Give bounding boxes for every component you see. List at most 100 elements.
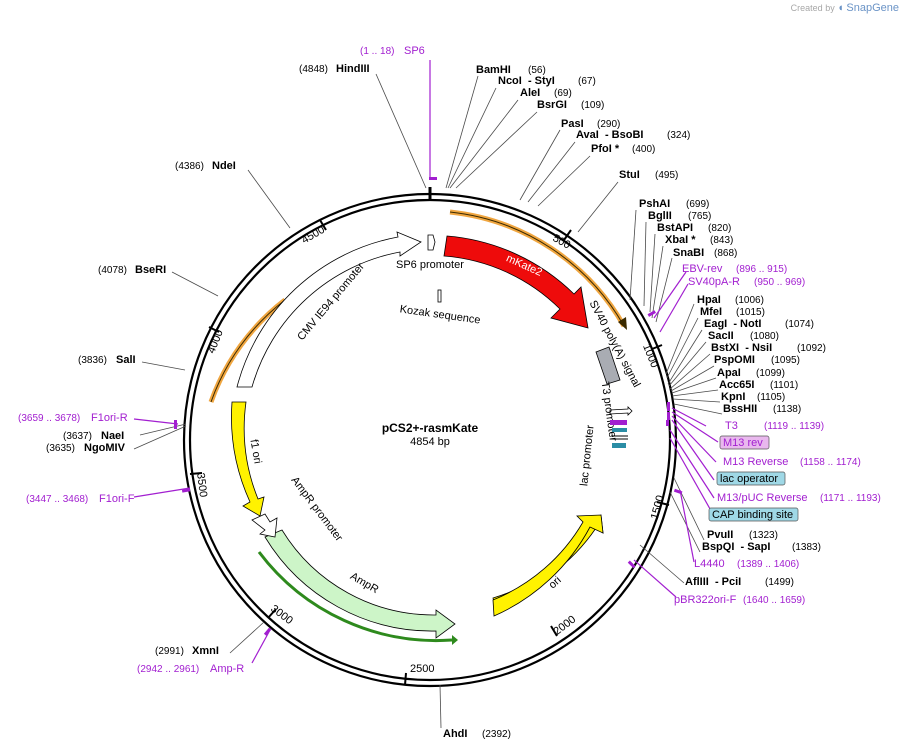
orange-arc-left-inner (210, 299, 286, 403)
plasmid-length: 4854 bp (410, 436, 450, 448)
enzyme-bstxi-nsii: BstXI - NsiI (711, 342, 772, 354)
plasmid-name: pCS2+-rasmKate (382, 421, 479, 435)
enzyme-bsshii: BssHII (723, 403, 757, 415)
enzyme-bglii: BglII (648, 210, 672, 222)
enzyme-bamhi-pos: (56) (528, 65, 546, 76)
feature-label-ampr: AmpR (348, 570, 381, 596)
tick-1000-mark (651, 344, 663, 350)
enzyme-naei: NaeI (101, 430, 124, 442)
primer-f1ori-f: F1ori-F (99, 493, 135, 505)
tick-3500-mark (189, 472, 203, 475)
enzyme-ncoi-styi: NcoI - StyI (498, 75, 555, 87)
primer-m13-reverse-pos: (1158 .. 1174) (800, 457, 861, 468)
tick-500-mark (563, 229, 572, 241)
enzyme-bstapi: BstAPI (657, 222, 693, 234)
lac-operator-label: lac operator (720, 473, 778, 485)
feature-kozak (437, 289, 442, 303)
enzyme-eagi-noti: EagI - NotI (704, 318, 761, 330)
feature-lac-operator-mark (612, 428, 627, 432)
primer-amp-r-pos: (2942 .. 2961) (137, 664, 199, 675)
tick-labels: 500 1000 1500 2000 2500 3000 3500 4000 4… (194, 224, 667, 675)
enzyme-pfoi-pos: (400) (632, 144, 655, 155)
enzyme-bsrgi: BsrGI (537, 99, 567, 111)
primer-sp6-pos: (1 .. 18) (360, 46, 394, 57)
primer-sv40pa-r: SV40pA-R (688, 276, 740, 288)
primer-amp-r: Amp-R (210, 663, 244, 675)
enzyme-leaders (133, 73, 723, 729)
enzyme-hindiii: HindIII (336, 63, 370, 75)
feature-ori-body (492, 514, 604, 617)
enzyme-avai-bsobi: AvaI - BsoBI (576, 129, 643, 141)
enzyme-ncoi-pos: (67) (578, 76, 596, 87)
primer-site-marks (174, 177, 683, 636)
enzyme-xmni: XmnI (192, 645, 219, 657)
tick-2500: 2500 (410, 663, 434, 675)
primer-m13-reverse: M13 Reverse (723, 456, 788, 468)
enzyme-bseri-pos: (4078) (98, 265, 127, 276)
green-arc (257, 551, 453, 643)
enzyme-sali: SalI (116, 354, 136, 366)
enzyme-bsshii-pos: (1138) (773, 404, 801, 415)
enzyme-ndei-pos: (4386) (175, 161, 204, 172)
enzyme-pvuii-pos: (1323) (749, 530, 778, 541)
primer-m13-puc-reverse: M13/pUC Reverse (717, 492, 807, 504)
enzyme-pshai-pos: (699) (686, 199, 709, 210)
feature-cap-site-mark (612, 443, 626, 448)
feature-sv40-polya (595, 346, 621, 385)
primer-pbr322ori-f-pos: (1640 .. 1659) (743, 595, 805, 606)
enzyme-bsrgi-pos: (109) (581, 100, 604, 111)
enzyme-stui: StuI (619, 169, 640, 181)
enzyme-apai: ApaI (717, 367, 741, 379)
snapgene-logo-icon: ◖ (837, 2, 844, 14)
enzyme-alei-pos: (69) (554, 88, 572, 99)
tick-3000-mark (267, 608, 277, 619)
tick-3500: 3500 (194, 472, 209, 498)
enzyme-bspqi-pos: (1383) (792, 542, 821, 553)
lac-operator-box (716, 471, 786, 486)
feature-ampr-promoter (251, 513, 278, 538)
enzyme-pasi-pos: (290) (597, 119, 620, 130)
primer-t3: T3 (725, 420, 738, 432)
primer-leaders (133, 60, 719, 664)
feature-sp6-promoter (427, 234, 436, 251)
enzyme-xbai-pos: (843) (710, 235, 733, 246)
primer-ebv-rev-pos: (896 .. 915) (736, 264, 787, 275)
enzyme-xmni-pos: (2991) (155, 646, 184, 657)
feature-f1-ori (231, 401, 265, 517)
enzyme-mfei-pos: (1015) (736, 307, 765, 318)
enzyme-bglii-pos: (765) (688, 211, 711, 222)
credit-prefix: Created by (790, 3, 835, 13)
primer-labels: (1 .. 18)SP6 EBV-rev(896 .. 915) SV40pA-… (18, 45, 881, 675)
enzyme-pvuii: PvuII (707, 529, 733, 541)
enzyme-acc65i: Acc65I (719, 379, 754, 391)
cap-site-label: CAP binding site (712, 509, 793, 521)
enzyme-bamhi: BamHI (476, 64, 511, 76)
tick-marks (189, 187, 670, 686)
enzyme-afliii-pos: (1499) (765, 577, 794, 588)
primer-f1ori-r: F1ori-R (91, 412, 128, 424)
enzyme-bstxi-pos: (1092) (797, 343, 826, 354)
primer-f1ori-r-pos: (3659 .. 3678) (18, 413, 80, 424)
enzyme-alei: AleI (520, 87, 540, 99)
enzyme-snabi-pos: (868) (714, 248, 737, 259)
feature-label-ampr-promoter: AmpR promoter (289, 475, 346, 544)
enzyme-sacii: SacII (708, 330, 734, 342)
orange-arc-right-inner (449, 211, 625, 327)
enzyme-hpai: HpaI (697, 294, 721, 306)
tick-4500: 4500 (300, 224, 327, 247)
primer-m13-puc-reverse-pos: (1171 .. 1193) (820, 493, 881, 504)
orange-arc-right-head (618, 317, 627, 330)
primer-l4440-pos: (1389 .. 1406) (737, 559, 799, 570)
enzyme-avai-pos: (324) (667, 130, 690, 141)
feature-lac-promoter (611, 435, 628, 440)
enzyme-kpni-pos: (1105) (757, 392, 785, 403)
enzyme-mfei: MfeI (700, 306, 722, 318)
feature-mkate2 (443, 235, 589, 329)
primer-l4440: L4440 (694, 558, 725, 570)
tick-2000: 2000 (551, 613, 578, 637)
enzyme-pasi: PasI (561, 118, 584, 130)
green-arc-head (452, 635, 458, 645)
enzyme-sali-pos: (3836) (78, 355, 107, 366)
enzyme-ngomiv: NgoMIV (84, 442, 126, 454)
